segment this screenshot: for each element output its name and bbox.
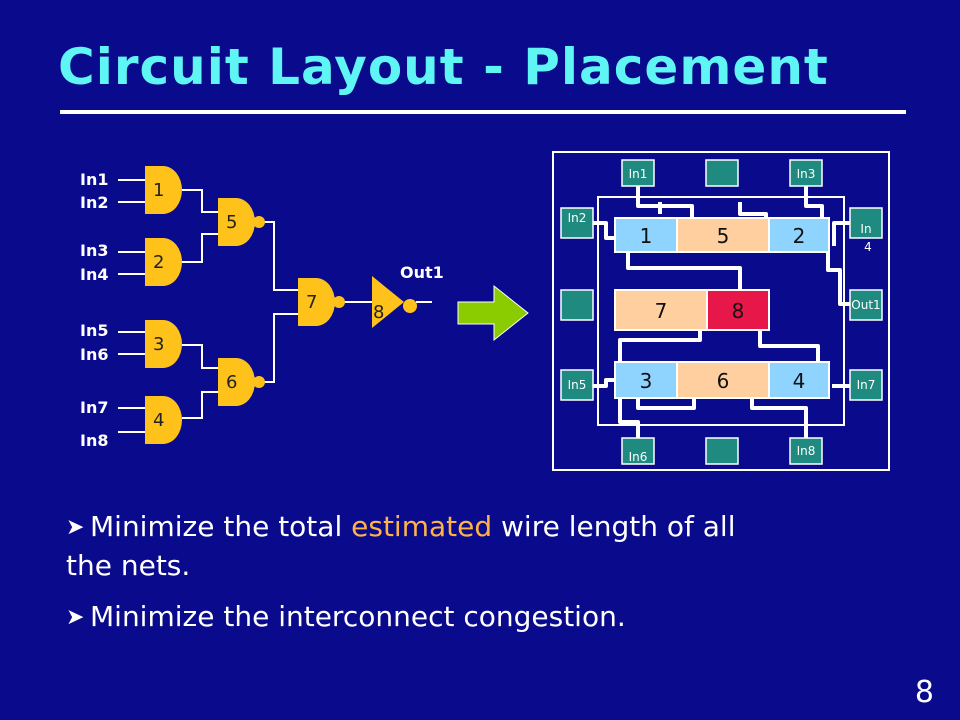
transform-arrow-icon (457, 284, 529, 342)
bullet-1-line2: the nets. (66, 549, 191, 582)
bullet-1-text-before: Minimize the total (90, 510, 352, 543)
pad-label-in7: In7 (857, 378, 876, 392)
gate-6-label: 6 (226, 372, 237, 393)
core-outline (597, 196, 845, 426)
input-label-in6: In6 (80, 345, 108, 364)
pad-label-in4-bottom: 4 (864, 240, 872, 254)
cell-row-2 (614, 289, 770, 331)
pad-label-in5: In5 (568, 378, 587, 392)
schematic-labels: In1 In2 In3 In4 In5 In6 In7 In8 Out1 (80, 170, 444, 450)
cell-5-label: 5 (717, 224, 730, 248)
pad-in1 (621, 159, 655, 187)
cell-8 (706, 289, 770, 331)
routing-wires (593, 186, 850, 438)
gate-4-shape (145, 396, 182, 444)
output-label-out1: Out1 (400, 263, 444, 282)
bullet-arrow-icon: ➤ (66, 605, 85, 630)
cell-4-label: 4 (793, 369, 806, 393)
cell-7-label: 7 (655, 299, 668, 323)
gate-7-bubble (333, 296, 345, 308)
pad-in7 (849, 369, 883, 401)
gate-2-label: 2 (153, 252, 164, 273)
pad-labels: In1 In3 In2 In 4 Out1 In5 In7 In6 In8 (568, 167, 881, 464)
chip-outline (552, 151, 890, 471)
pad-in2 (560, 207, 594, 239)
gate-6-shape (218, 358, 255, 406)
cell-1-label: 1 (640, 224, 653, 248)
pad-in4 (849, 207, 883, 239)
input-label-in3: In3 (80, 241, 108, 260)
schematic-gates (145, 166, 417, 444)
layout-view: 1 5 2 7 8 3 6 4 In1 In3 In2 In 4 Out1 In… (552, 151, 890, 471)
bullet-congestion: ➤Minimize the interconnect congestion. (66, 598, 626, 637)
input-label-in2: In2 (80, 193, 108, 212)
page-number: 8 (914, 675, 934, 710)
cell-2-label: 2 (793, 224, 806, 248)
cell-6-label: 6 (717, 369, 730, 393)
pad-label-in3: In3 (797, 167, 816, 181)
pad-label-in4-top: In (860, 222, 871, 236)
gate-7-shape (298, 278, 335, 326)
pad-mid-bot (705, 437, 739, 465)
slide-title: Circuit Layout - Placement (58, 38, 829, 96)
bullet-1-highlight: estimated (351, 510, 493, 543)
pad-in6 (621, 437, 655, 465)
input-label-in7: In7 (80, 398, 108, 417)
cell-row-3 (614, 361, 830, 399)
gate-3-label: 3 (153, 334, 164, 355)
input-label-in1: In1 (80, 170, 108, 189)
gate-8-shape (372, 276, 404, 328)
pad-label-in2: In2 (568, 211, 587, 225)
input-label-in4: In4 (80, 265, 108, 284)
pad-out1 (849, 289, 883, 321)
gate-4-label: 4 (153, 410, 164, 431)
pad-label-in1: In1 (629, 167, 648, 181)
gate-8-label: 8 (373, 302, 384, 323)
cell-8-label: 8 (732, 299, 745, 323)
pad-mid-top (705, 159, 739, 187)
pad-left-mid (560, 289, 594, 321)
cell-labels: 1 5 2 7 8 3 6 4 (640, 224, 806, 393)
gate-5-shape (218, 198, 255, 246)
cell-7 (614, 289, 708, 331)
gate-6-bubble (253, 376, 265, 388)
gate-numbers: 1 2 3 4 5 6 7 8 (153, 180, 384, 431)
gate-1-label: 1 (153, 180, 164, 201)
input-label-in5: In5 (80, 321, 108, 340)
gate-8-bubble (403, 299, 417, 313)
title-underline (60, 110, 906, 114)
cell-row-1 (614, 217, 830, 253)
cell-4 (768, 361, 830, 399)
input-label-in8: In8 (80, 431, 108, 450)
pad-label-in8: In8 (797, 444, 816, 458)
gate-5-bubble (253, 216, 265, 228)
pad-in3 (789, 159, 823, 187)
pad-label-out1: Out1 (851, 298, 880, 312)
pad-label-in6: In6 (629, 450, 648, 464)
gate-5-label: 5 (226, 212, 237, 233)
cell-5 (676, 217, 770, 253)
gate-1-shape (145, 166, 182, 214)
cell-2 (768, 217, 830, 253)
bullet-1-text-after: wire length of all (492, 510, 736, 543)
bullet-arrow-icon: ➤ (66, 515, 85, 540)
schematic (118, 179, 432, 433)
cell-3-label: 3 (640, 369, 653, 393)
gate-2-shape (145, 238, 182, 286)
bullet-wirelength: ➤Minimize the total estimated wire lengt… (66, 508, 735, 585)
bullet-2-text: Minimize the interconnect congestion. (90, 600, 626, 633)
gate-3-shape (145, 320, 182, 368)
gate-7-label: 7 (306, 292, 317, 313)
